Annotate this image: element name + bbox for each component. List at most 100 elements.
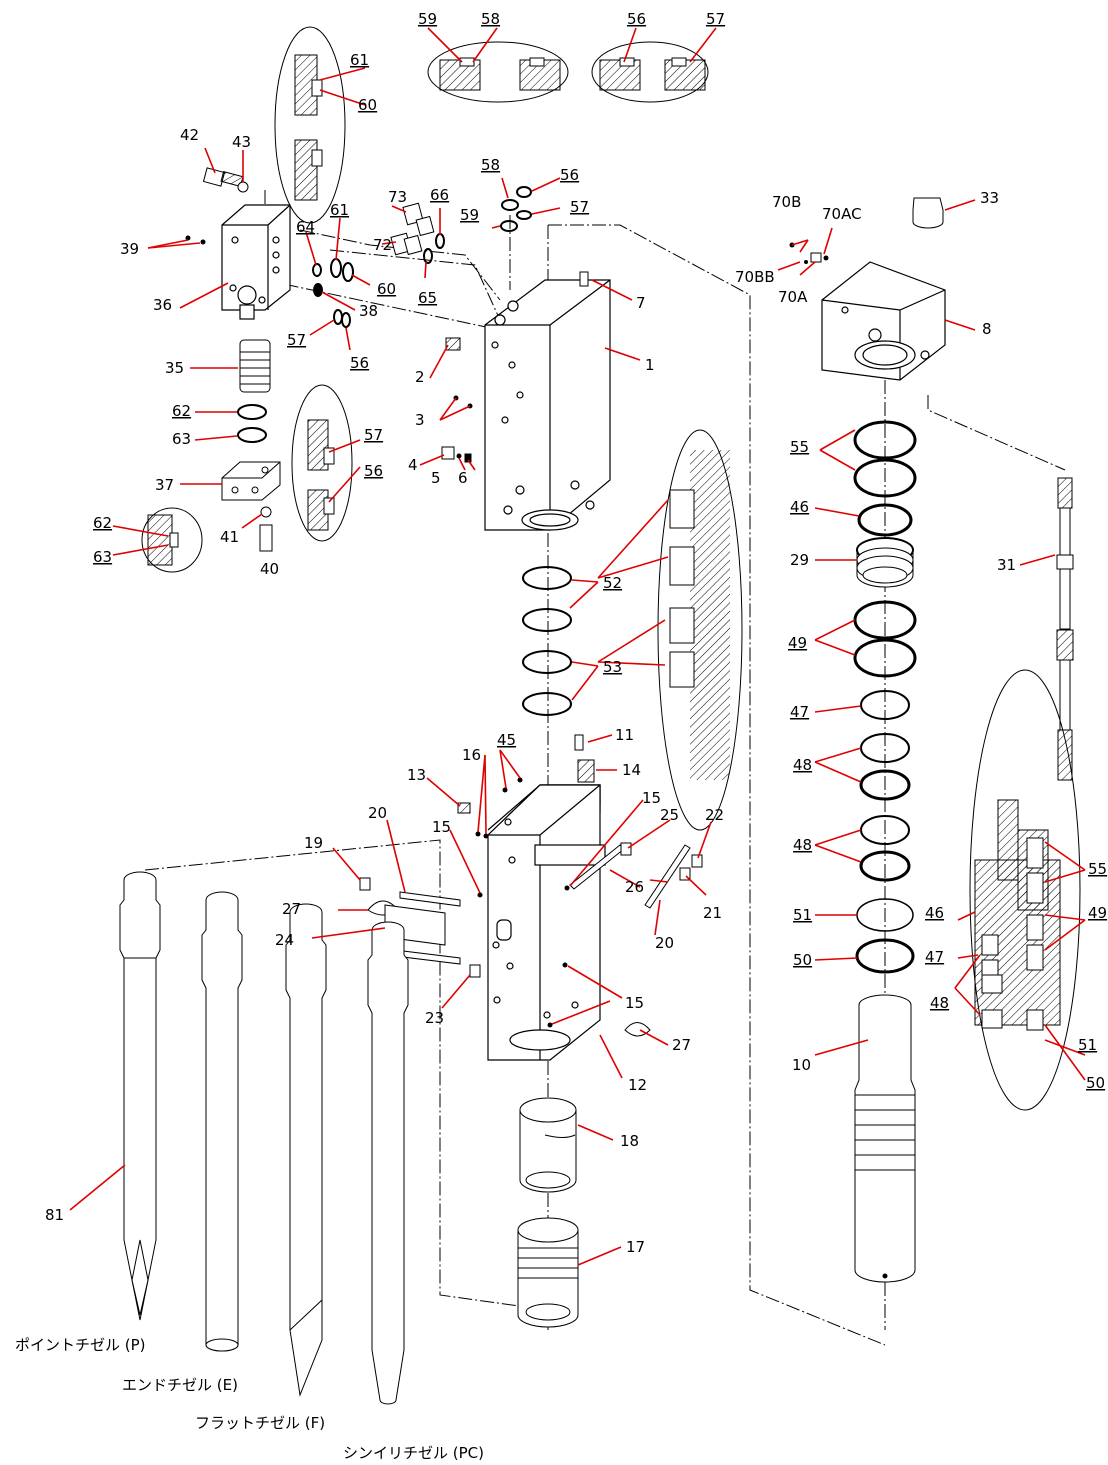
label-57a: 57 (706, 10, 725, 28)
label-60b: 60 (377, 280, 396, 298)
bushing-17 (517, 1217, 579, 1328)
label-60a: 60 (358, 96, 377, 114)
label-70B: 70B (772, 193, 801, 211)
label-53: 53 (603, 658, 622, 676)
label-37: 37 (155, 476, 174, 494)
ring-46 (857, 503, 913, 537)
connectors-72-73 (390, 202, 445, 264)
seal-housing-29 (856, 537, 914, 588)
chisel-conical (367, 921, 409, 1405)
label-35: 35 (165, 359, 184, 377)
label-15c: 15 (625, 994, 644, 1012)
seal-detail-inset-52-53 (657, 429, 743, 831)
label-33: 33 (980, 189, 999, 207)
label-24: 24 (275, 931, 294, 949)
label-58a: 58 (481, 10, 500, 28)
plug-22 (691, 854, 703, 868)
label-48c: 48 (930, 994, 949, 1012)
label-1: 1 (645, 356, 655, 374)
label-22: 22 (705, 806, 724, 824)
caption-point-chisel: ポイントチゼル (P) (15, 1336, 146, 1354)
label-63a: 63 (172, 430, 191, 448)
label-5: 5 (431, 469, 441, 487)
chisel-end (201, 891, 243, 1352)
label-17: 17 (626, 1238, 645, 1256)
label-20a: 20 (368, 804, 387, 822)
label-66: 66 (430, 186, 449, 204)
label-25: 25 (660, 806, 679, 824)
label-51b: 51 (1078, 1036, 1097, 1054)
label-56a: 56 (627, 10, 646, 28)
ring-48b (859, 769, 911, 801)
label-56d: 56 (560, 166, 579, 184)
label-63b: 63 (93, 548, 112, 566)
label-48a: 48 (793, 756, 812, 774)
label-23: 23 (425, 1009, 444, 1027)
label-65: 65 (418, 289, 437, 307)
pin-7 (579, 271, 589, 287)
through-bolt-31 (1056, 477, 1074, 781)
label-11: 11 (615, 726, 634, 744)
bushing-18 (519, 1097, 577, 1193)
label-52: 52 (603, 574, 622, 592)
oring-63 (237, 427, 267, 443)
label-15b: 15 (642, 789, 661, 807)
seal-detail-inset-56-57 (591, 41, 709, 103)
label-26: 26 (625, 878, 644, 896)
spool-35 (239, 339, 271, 393)
ring-49b (853, 638, 917, 678)
plug-42 (202, 167, 244, 188)
seals-64-61-60-38-57-56 (312, 258, 354, 328)
label-21: 21 (703, 904, 722, 922)
label-10: 10 (792, 1056, 811, 1074)
label-51a: 51 (793, 906, 812, 924)
front-head-12 (487, 784, 606, 1061)
label-59b: 59 (460, 206, 479, 224)
plug-2 (445, 337, 461, 351)
pin-11 (574, 734, 584, 751)
label-4: 4 (408, 456, 418, 474)
oring-62 (237, 404, 267, 420)
label-46a: 46 (790, 498, 809, 516)
label-56b: 56 (350, 354, 369, 372)
label-6: 6 (458, 469, 468, 487)
label-64: 64 (296, 218, 315, 236)
label-8: 8 (982, 320, 992, 338)
bolt-40 (259, 524, 273, 552)
label-43: 43 (232, 133, 251, 151)
label-27a: 27 (282, 900, 301, 918)
caption-flat-chisel: フラットチゼル (F) (195, 1414, 325, 1432)
label-20b: 20 (655, 934, 674, 952)
plug-13 (457, 802, 471, 814)
check-parts-70 (789, 242, 829, 264)
label-47a: 47 (790, 703, 809, 721)
label-47b: 47 (925, 948, 944, 966)
label-55b: 55 (1088, 860, 1107, 878)
label-56c: 56 (364, 462, 383, 480)
label-27b: 27 (672, 1036, 691, 1054)
label-3: 3 (415, 411, 425, 429)
seals-52-53 (522, 566, 572, 716)
small-parts-45-16-15 (475, 777, 570, 1028)
label-40: 40 (260, 560, 279, 578)
label-2: 2 (415, 368, 425, 386)
label-7: 7 (636, 294, 646, 312)
chisel-flat (285, 903, 327, 1397)
seal-detail-inset-59-58 (427, 41, 569, 103)
ring-55a (853, 420, 917, 460)
label-73: 73 (388, 188, 407, 206)
label-18: 18 (620, 1132, 639, 1150)
piston-10 (854, 994, 916, 1283)
label-62b: 62 (93, 514, 112, 532)
label-19: 19 (304, 834, 323, 852)
leader-lines (69, 27, 1086, 1266)
label-50a: 50 (793, 951, 812, 969)
ring-48d (859, 850, 911, 882)
ring-47 (860, 690, 910, 720)
label-72: 72 (373, 236, 392, 254)
label-36: 36 (153, 296, 172, 314)
seal-detail-inset-62-63 (141, 507, 203, 573)
spring-14 (577, 759, 595, 783)
seals-58-56-59-57 (500, 186, 532, 232)
